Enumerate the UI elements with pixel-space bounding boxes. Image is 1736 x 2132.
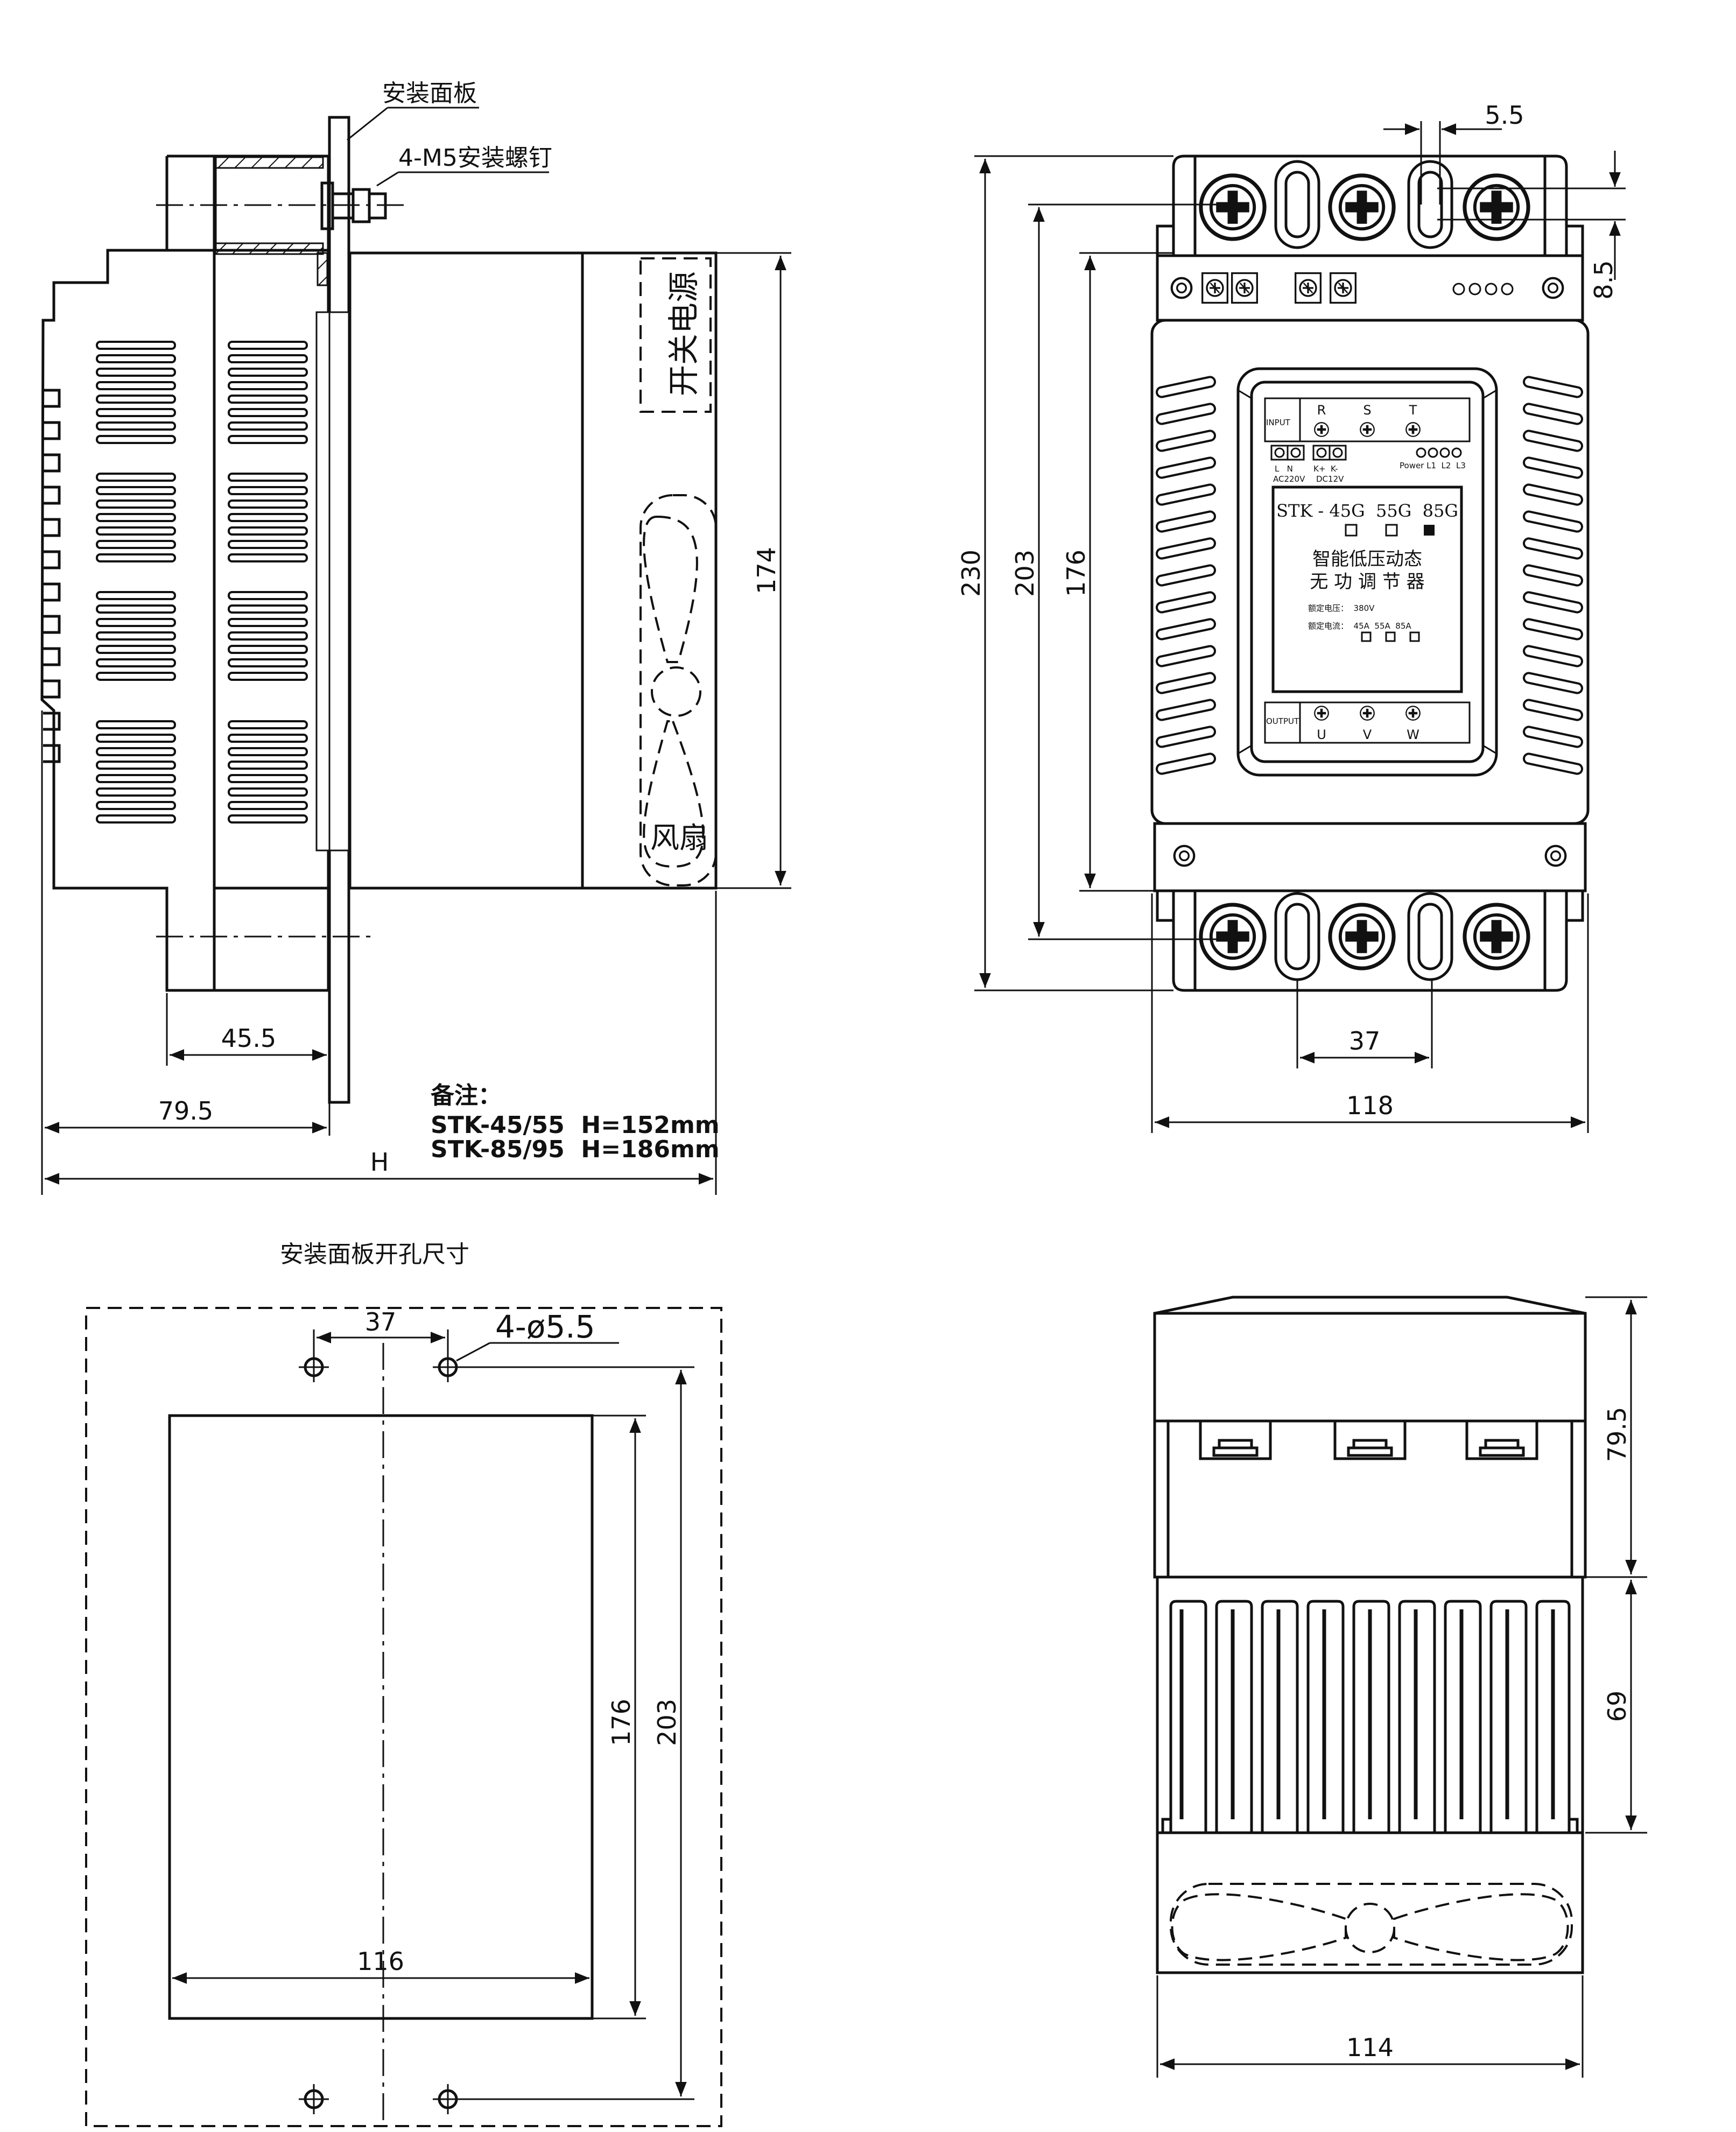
- cutout-title: 安装面板开孔尺寸: [280, 1241, 469, 1268]
- front-left-fins: [1156, 376, 1216, 775]
- front-dim-230: 230: [957, 550, 986, 597]
- product-line-2: 无 功 调 节 器: [1310, 571, 1424, 593]
- terminal-t: T: [1409, 403, 1417, 418]
- front-louvres: [228, 341, 308, 824]
- terminal-v: V: [1363, 727, 1372, 742]
- front-dim-118: 118: [1346, 1091, 1394, 1120]
- bottom-dim-114: 114: [1346, 2033, 1394, 2062]
- bottom-dim-79-5: 79.5: [1603, 1407, 1632, 1462]
- front-dim-37: 37: [1349, 1026, 1381, 1056]
- bottom-dim-69: 69: [1603, 1691, 1632, 1722]
- bottom-view: 79.5 69 114: [1153, 1296, 1647, 2078]
- dim-45-5: 45.5: [221, 1024, 276, 1053]
- heatsink-fins: [1169, 1600, 1571, 1833]
- panel-label: 安装面板: [382, 80, 477, 107]
- product-line-1: 智能低压动态: [1312, 548, 1422, 570]
- front-dim-8-5: 8.5: [1589, 260, 1618, 299]
- screw-label: 4-M5安装螺钉: [398, 144, 552, 172]
- label-kk: K+ K-: [1313, 464, 1338, 474]
- cutout-view: 安装面板开孔尺寸 37 4-ø5.5 176 203 116: [85, 1241, 722, 2127]
- rated-voltage: 额定电压： 380V: [1308, 603, 1375, 613]
- cutout-dim-203: 203: [652, 1699, 681, 1746]
- side-terminals: [43, 389, 61, 763]
- cutout-dim-116: 116: [357, 1947, 404, 1976]
- fan-label: 风扇: [650, 821, 708, 855]
- cutout-dim-176: 176: [607, 1699, 636, 1746]
- front-view: INPUT R S T L N AC220V K+ K- DC12V Power…: [957, 101, 1626, 1133]
- mounting-holes: [299, 1352, 463, 2114]
- rated-current: 额定电流： 45A 55A 85A: [1308, 621, 1411, 631]
- dim-h: H: [370, 1148, 389, 1177]
- terminal-s: S: [1363, 403, 1371, 418]
- note-block: 备注： STK-45/55 H=152mm STK-85/95 H=186mm: [431, 1082, 720, 1163]
- side-view: 开关电源 风扇 安装面板 4-M5安装螺钉: [40, 80, 791, 1195]
- terminal-w: W: [1407, 727, 1419, 742]
- dim-174: 174: [752, 547, 781, 594]
- terminal-u: U: [1317, 727, 1326, 742]
- front-dim-203: 203: [1010, 550, 1039, 597]
- bottom-clips: [1199, 1421, 1538, 1460]
- dim-79-5: 79.5: [158, 1096, 213, 1125]
- note-title: 备注：: [431, 1082, 502, 1109]
- label-ac220v: AC220V: [1273, 474, 1305, 484]
- psu-label: 开关电源: [665, 271, 702, 396]
- label-power: Power L1 L2 L3: [1400, 461, 1466, 470]
- label-output: OUTPUT: [1266, 716, 1299, 726]
- note-line-2: STK-85/95 H=186mm: [431, 1136, 720, 1163]
- terminal-r: R: [1317, 403, 1326, 418]
- front-dim-5-5: 5.5: [1485, 101, 1524, 130]
- cutout-dim-37: 37: [365, 1307, 397, 1336]
- rear-louvres: [96, 341, 176, 824]
- front-dim-176: 176: [1062, 550, 1091, 597]
- front-right-fins: [1523, 376, 1583, 775]
- hole-label: 4-ø5.5: [495, 1308, 595, 1345]
- label-input: INPUT: [1266, 418, 1291, 427]
- model-line: STK - 45G 55G 85G: [1276, 501, 1458, 521]
- note-line-1: STK-45/55 H=152mm: [431, 1111, 720, 1139]
- label-dc12v: DC12V: [1316, 474, 1344, 484]
- label-ln: L N: [1275, 464, 1293, 474]
